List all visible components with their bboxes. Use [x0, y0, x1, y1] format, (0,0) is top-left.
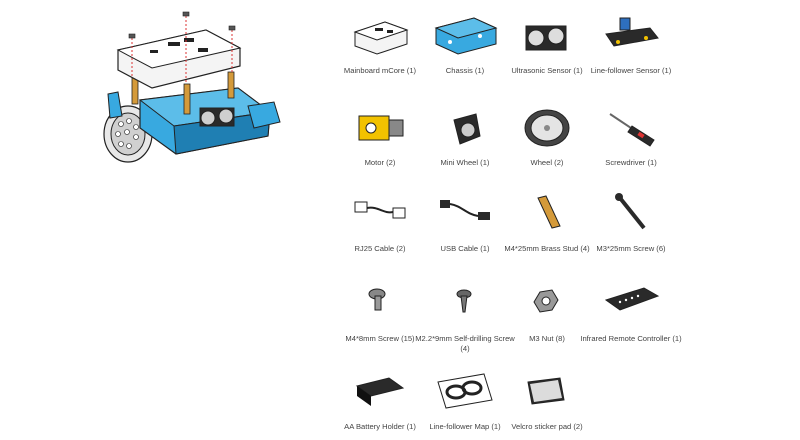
part-screwdriver: Screwdriver (1) — [576, 106, 686, 168]
battery-holder-icon — [355, 377, 405, 406]
velcro-pad-icon — [527, 377, 565, 405]
part-label: Screwdriver (1) — [605, 158, 657, 167]
part-wheel: Wheel (2) — [492, 106, 602, 168]
motor-icon — [358, 115, 404, 141]
part-usb: USB Cable (1) — [410, 192, 520, 254]
part-label: RJ25 Cable (2) — [354, 244, 406, 253]
part-label: M4*25mm Brass Stud (4) — [504, 244, 590, 253]
mainboard-icon — [353, 21, 409, 55]
self-drilling-screw-icon — [456, 289, 472, 313]
part-label: M4*8mm Screw (15) — [345, 334, 415, 343]
part-label: Mainboard mCore (1) — [343, 66, 417, 75]
line-follower-sensor-icon — [605, 17, 659, 47]
remote-controller-icon — [604, 287, 660, 311]
part-label: Chassis (1) — [445, 66, 485, 75]
part-label: Mini Wheel (1) — [440, 158, 490, 167]
part-label: Line-follower Sensor (1) — [590, 66, 672, 75]
line-follower-map-icon — [437, 373, 493, 409]
part-label: USB Cable (1) — [440, 244, 490, 253]
part-velcro: Velcro sticker pad (2) — [492, 370, 602, 432]
part-label: Ultrasonic Sensor (1) — [511, 66, 583, 75]
part-chassis: Chassis (1) — [410, 14, 520, 76]
short-screw-icon — [368, 288, 386, 311]
part-label: M3*25mm Screw (6) — [596, 244, 666, 253]
part-miniwheel: Mini Wheel (1) — [410, 106, 520, 168]
part-label: Line-follower Map (1) — [429, 422, 501, 431]
part-mainboard: Mainboard mCore (1) — [325, 14, 435, 76]
part-label: Velcro sticker pad (2) — [511, 422, 583, 431]
part-m4screw8: M4*8mm Screw (15) — [325, 282, 435, 344]
screwdriver-icon — [609, 113, 655, 147]
part-motor: Motor (2) — [325, 106, 435, 168]
part-ultrasonic: Ultrasonic Sensor (1) — [492, 14, 602, 76]
part-brassstud: M4*25mm Brass Stud (4) — [492, 192, 602, 254]
part-rj25: RJ25 Cable (2) — [325, 192, 435, 254]
part-remote: Infrared Remote Controller (1) — [576, 282, 686, 344]
part-label: Wheel (2) — [530, 158, 564, 167]
rj25-cable-icon — [354, 201, 406, 219]
mini-wheel-icon — [453, 113, 481, 145]
part-label: Infrared Remote Controller (1) — [580, 334, 682, 343]
usb-cable-icon — [440, 200, 490, 220]
part-battery: AA Battery Holder (1) — [325, 370, 435, 432]
part-selfdrill: M2.2*9mm Self-drilling Screw (4) — [410, 282, 520, 354]
part-label: M2.2*9mm Self-drilling Screw (4) — [415, 334, 515, 353]
nut-icon — [533, 289, 559, 313]
ultrasonic-sensor-icon — [525, 25, 567, 51]
long-screw-icon — [615, 193, 646, 230]
chassis-icon — [434, 17, 498, 55]
part-label: AA Battery Holder (1) — [344, 422, 416, 431]
part-m3screw25: M3*25mm Screw (6) — [576, 192, 686, 254]
part-label: Motor (2) — [364, 158, 396, 167]
brass-stud-icon — [537, 195, 561, 229]
mbot-assembled-icon — [103, 11, 281, 163]
part-label: M3 Nut (8) — [529, 334, 565, 343]
wheel-icon — [524, 109, 570, 147]
part-m3nut: M3 Nut (8) — [492, 282, 602, 344]
part-map: Line-follower Map (1) — [410, 370, 520, 432]
part-linefollower: Line-follower Sensor (1) — [576, 14, 686, 76]
